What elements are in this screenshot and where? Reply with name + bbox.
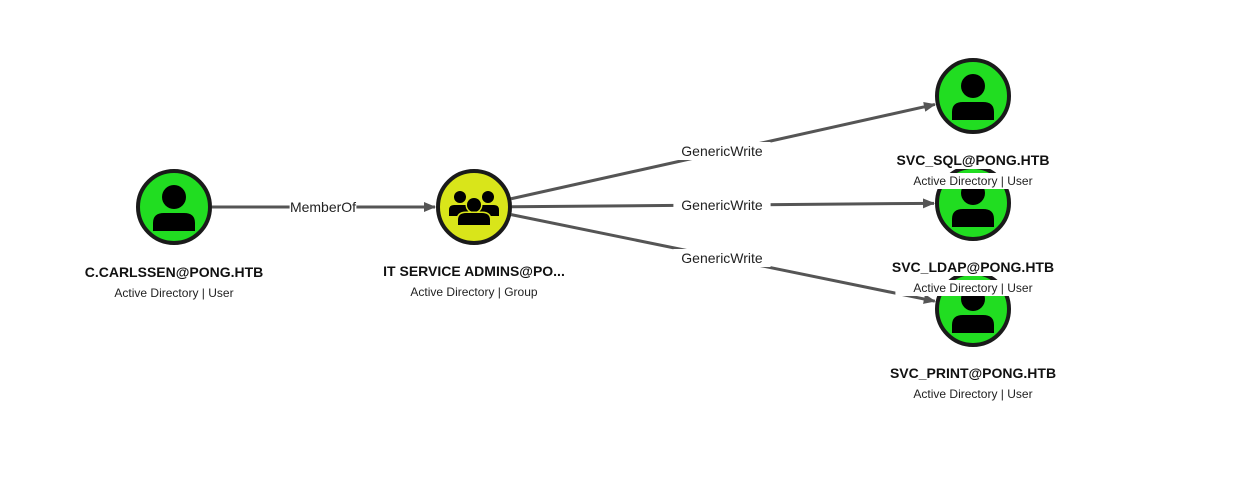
user-icon — [153, 185, 195, 231]
user-icon — [952, 74, 994, 120]
edge-label-background — [673, 142, 771, 160]
edge-itadmins-to-svc_print[interactable]: GenericWrite — [510, 213, 936, 304]
node-label-itadmins: IT SERVICE ADMINS@PO... Active Directory … — [373, 261, 575, 300]
group-icon — [449, 191, 499, 227]
edge-label: GenericWrite — [681, 250, 763, 266]
node-label-svc_print: SVC_PRINT@PONG.HTB Active Directory | Use… — [890, 363, 1056, 402]
node-svc_sql[interactable] — [935, 58, 1011, 134]
nodes-layer — [136, 58, 1011, 347]
node-name: IT SERVICE ADMINS@PO... — [383, 263, 565, 279]
edge-itadmins-to-svc_sql[interactable]: GenericWrite — [510, 101, 936, 201]
edge-label: GenericWrite — [681, 197, 763, 213]
node-name-background — [893, 363, 1053, 382]
node-subtitle-background — [895, 386, 1051, 402]
node-label-ccarlssen: C.CARLSSEN@PONG.HTB Active Directory | Us… — [85, 262, 264, 301]
edge-label-background — [673, 249, 771, 267]
node-subtitle: Active Directory | User — [913, 387, 1032, 401]
node-name: SVC_LDAP@PONG.HTB — [892, 259, 1054, 275]
node-name-background — [897, 257, 1049, 276]
node-subtitle: Active Directory | User — [913, 281, 1032, 295]
node-name: SVC_SQL@PONG.HTB — [897, 152, 1050, 168]
edge-label-background — [673, 196, 771, 214]
edge-ccarlssen-to-itadmins[interactable]: MemberOf — [212, 198, 436, 216]
node-name: C.CARLSSEN@PONG.HTB — [85, 264, 264, 280]
node-subtitle: Active Directory | User — [913, 174, 1032, 188]
node-subtitle-background — [895, 173, 1051, 189]
node-subtitle: Active Directory | Group — [410, 285, 537, 299]
node-label-svc_sql: SVC_SQL@PONG.HTB Active Directory | User — [895, 150, 1051, 189]
node-itadmins[interactable] — [436, 169, 512, 245]
node-name-background — [373, 261, 575, 280]
node-subtitle: Active Directory | User — [114, 286, 233, 300]
node-name-background — [90, 262, 258, 281]
node-label-svc_ldap: SVC_LDAP@PONG.HTB Active Directory | User — [892, 257, 1054, 296]
edge-itadmins-to-svc_ldap[interactable]: GenericWrite — [511, 196, 936, 214]
edges-layer: MemberOfGenericWriteGenericWriteGenericW… — [212, 101, 936, 304]
node-name: SVC_PRINT@PONG.HTB — [890, 365, 1056, 381]
edge-label: GenericWrite — [681, 143, 763, 159]
edge-label: MemberOf — [290, 199, 356, 215]
node-ccarlssen[interactable] — [136, 169, 212, 245]
node-name-background — [901, 150, 1045, 169]
node-subtitle-background — [393, 284, 555, 300]
edge-label-background — [289, 198, 357, 216]
node-subtitle-background — [895, 280, 1051, 296]
node-subtitle-background — [96, 285, 252, 301]
labels-layer: C.CARLSSEN@PONG.HTB Active Directory | Us… — [85, 150, 1056, 402]
